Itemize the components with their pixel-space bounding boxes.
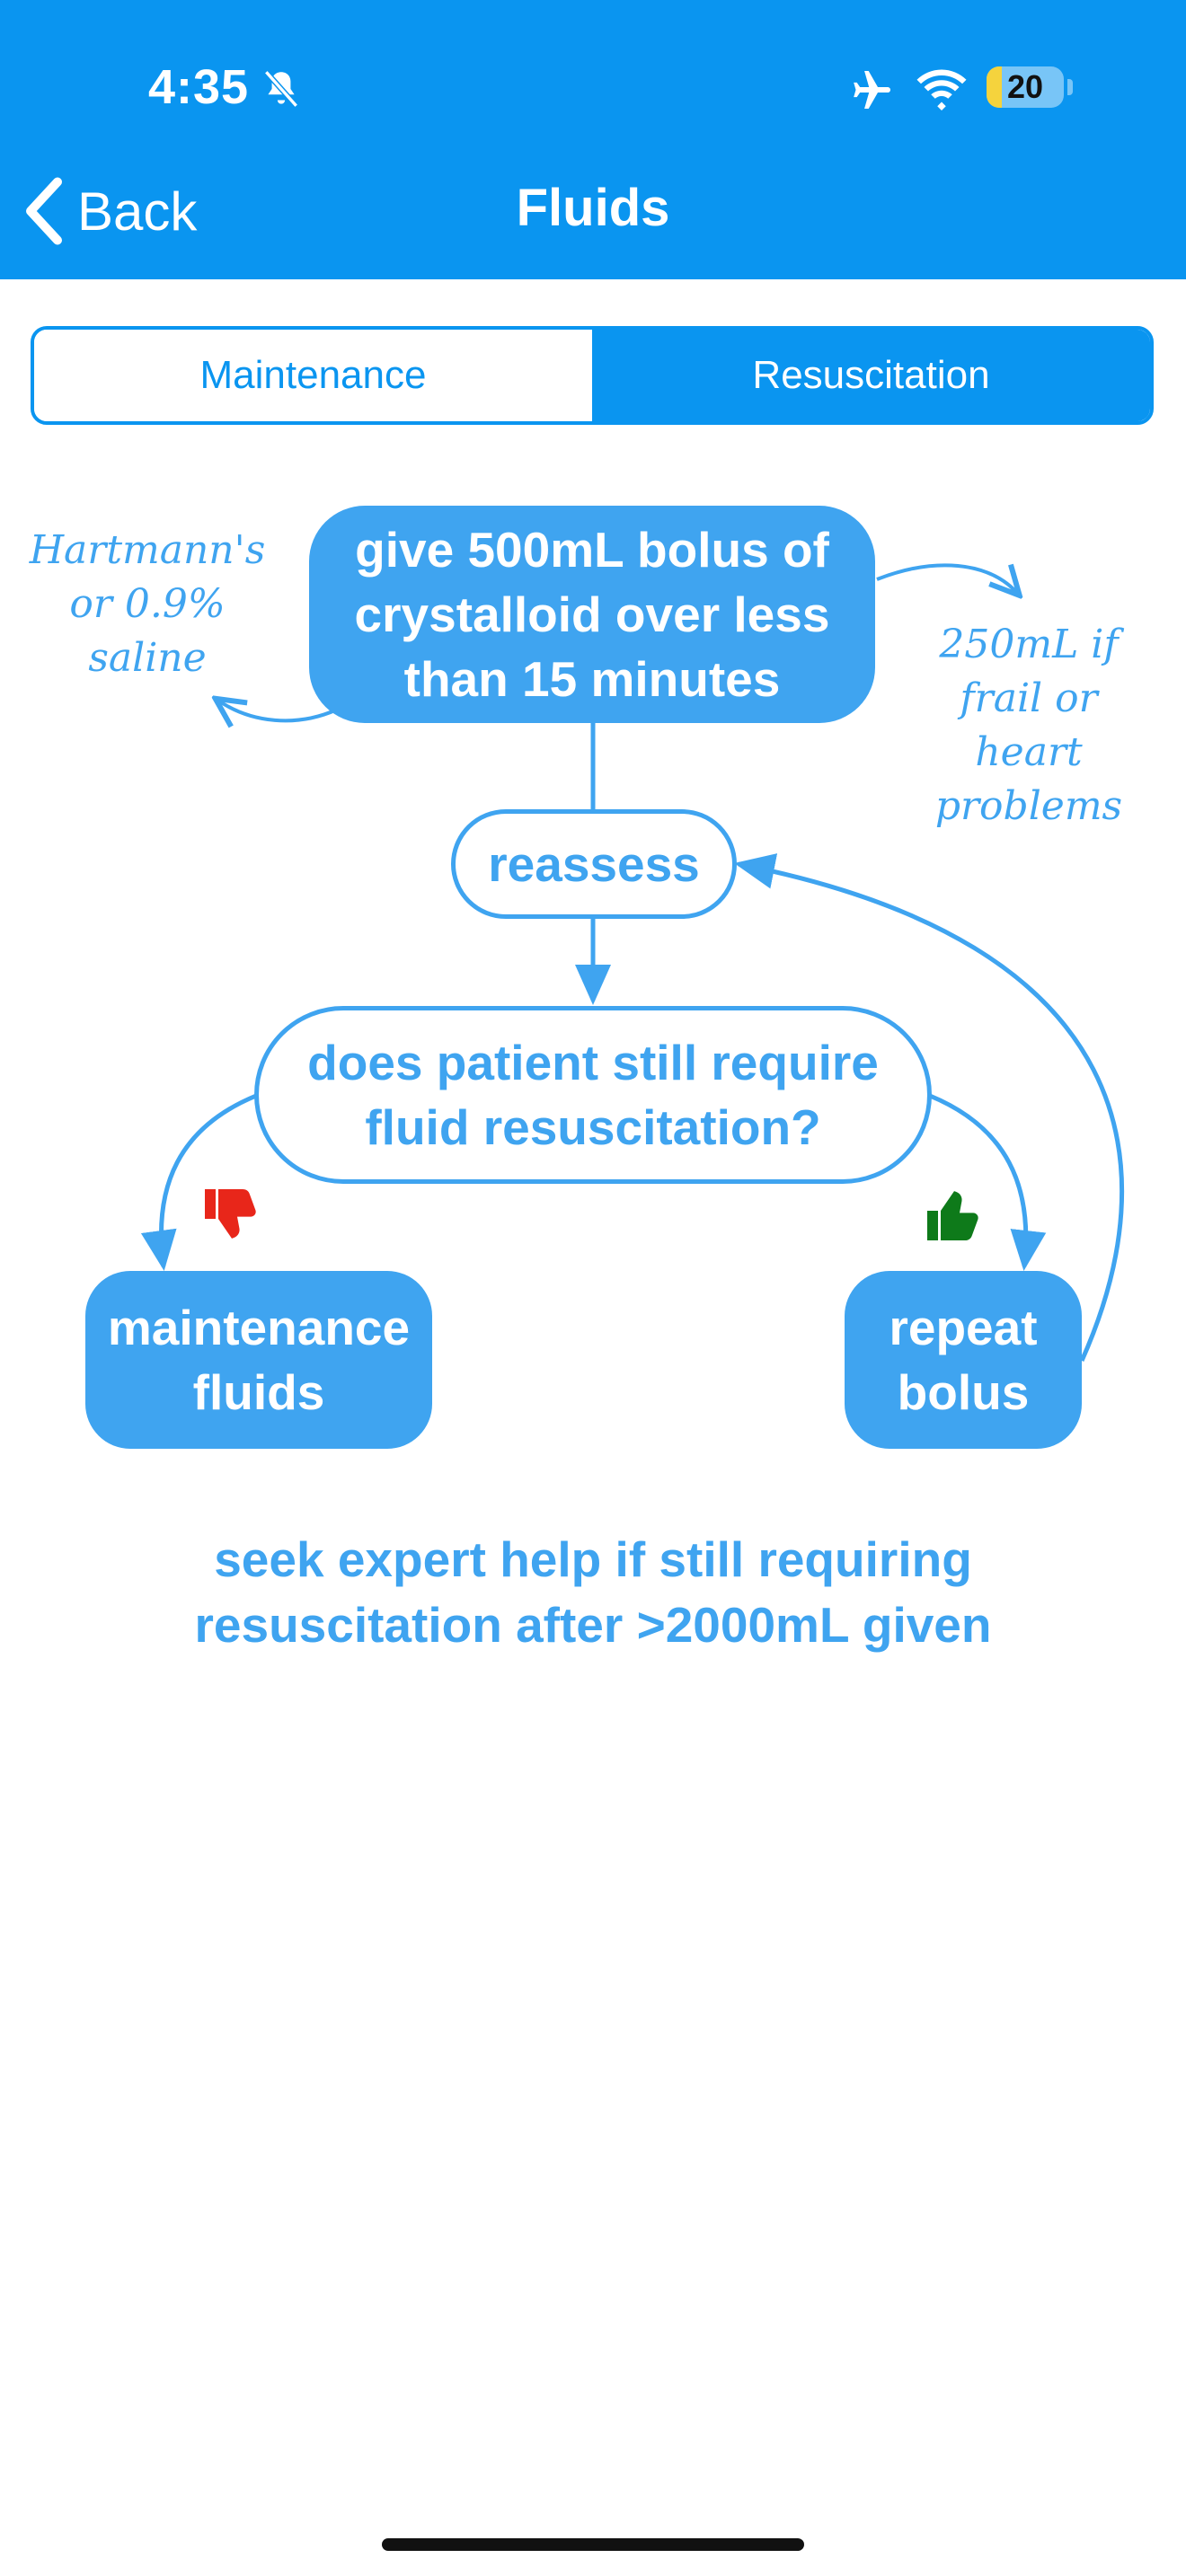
thumbs-up-icon bbox=[927, 1191, 978, 1240]
thumbs-down-icon bbox=[205, 1189, 256, 1239]
battery-level bbox=[987, 66, 1003, 108]
connector-question-maintenance bbox=[140, 1093, 257, 1271]
tab-maintenance[interactable]: Maintenance bbox=[34, 330, 592, 421]
step-reassess: reassess bbox=[451, 809, 737, 919]
note-reduced-volume: 250mL if frail or heart problems bbox=[934, 622, 1123, 829]
bell-slash-icon bbox=[263, 70, 299, 108]
battery-cap bbox=[1067, 79, 1073, 95]
back-button[interactable]: Back bbox=[22, 171, 197, 251]
step-give-bolus: give 500mL bolus of crystalloid over les… bbox=[309, 506, 875, 723]
page-title: Fluids bbox=[516, 179, 670, 237]
tab-resuscitation[interactable]: Resuscitation bbox=[592, 330, 1150, 421]
note-fluid-type: Hartmann's or 0.9% saline bbox=[29, 527, 266, 681]
segmented-control: Maintenance Resuscitation bbox=[31, 326, 1154, 425]
chevron-left-icon bbox=[26, 177, 62, 245]
connector-repeat-reassess bbox=[734, 853, 1125, 1363]
battery-percent: 20 bbox=[1006, 68, 1044, 105]
note-arrow-right bbox=[876, 563, 1017, 593]
decision-still-require-resuscitation: does patient still require fluid resusci… bbox=[254, 1006, 932, 1184]
home-indicator[interactable] bbox=[382, 2538, 804, 2551]
battery-icon: 20 bbox=[987, 66, 1064, 108]
connector-question-repeat bbox=[929, 1093, 1047, 1271]
back-label: Back bbox=[77, 181, 198, 242]
status-time: 4:35 bbox=[148, 60, 250, 114]
outcome-maintenance-fluids: maintenance fluids bbox=[85, 1271, 432, 1449]
note-arrow-left bbox=[218, 701, 338, 720]
airplane-icon bbox=[854, 71, 890, 109]
expert-help-note: seek expert help if still requiring resu… bbox=[194, 1531, 992, 1653]
wifi-icon bbox=[916, 69, 967, 110]
header: 4:35 20 Back Fluids bbox=[0, 0, 1186, 279]
outcome-repeat-bolus: repeat bolus bbox=[845, 1271, 1082, 1449]
